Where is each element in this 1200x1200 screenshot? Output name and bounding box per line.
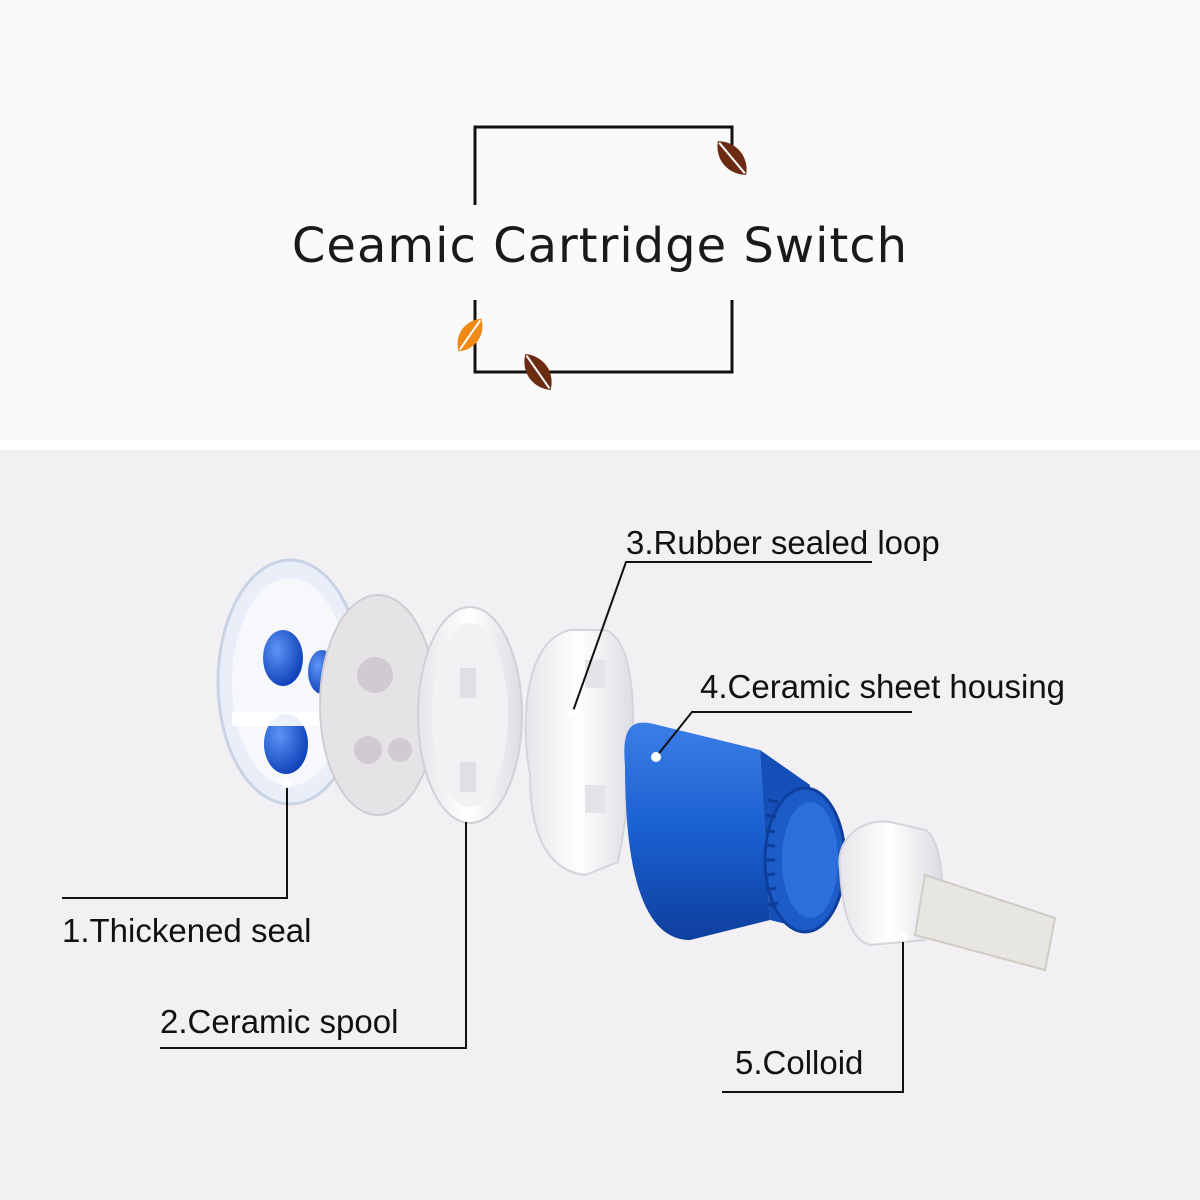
callout-lines [62,561,912,1093]
ceramic-sheet-housing-part [624,722,847,940]
ceramic-spool-part [417,606,523,824]
title-frame [457,125,747,391]
colloid-part [838,820,1057,972]
leaf-icon [524,353,552,391]
label-thickened-seal: 1.Thickened seal [62,912,312,949]
page-title: Ceamic Cartridge Switch [291,218,909,274]
callout-dots [282,709,908,942]
label-rubber-sealed-loop: 3.Rubber sealed loop [626,524,940,561]
leaf-icon [717,141,747,175]
ceramic-disc-part [319,594,437,816]
leaf-icon [457,318,483,352]
diagram-area: 1.Thickened seal 2.Ceramic spool 3.Rubbe… [0,450,1200,1200]
label-colloid: 5.Colloid [735,1044,864,1081]
rubber-sealed-loop-part [524,629,635,877]
thickened-seal-part [216,558,364,806]
label-ceramic-spool: 2.Ceramic spool [160,1003,399,1040]
cartridge-diagram [62,558,1057,1093]
label-ceramic-sheet-housing: 4.Ceramic sheet housing [700,668,1066,705]
header-banner: Ceamic Cartridge Switch [0,0,1200,440]
